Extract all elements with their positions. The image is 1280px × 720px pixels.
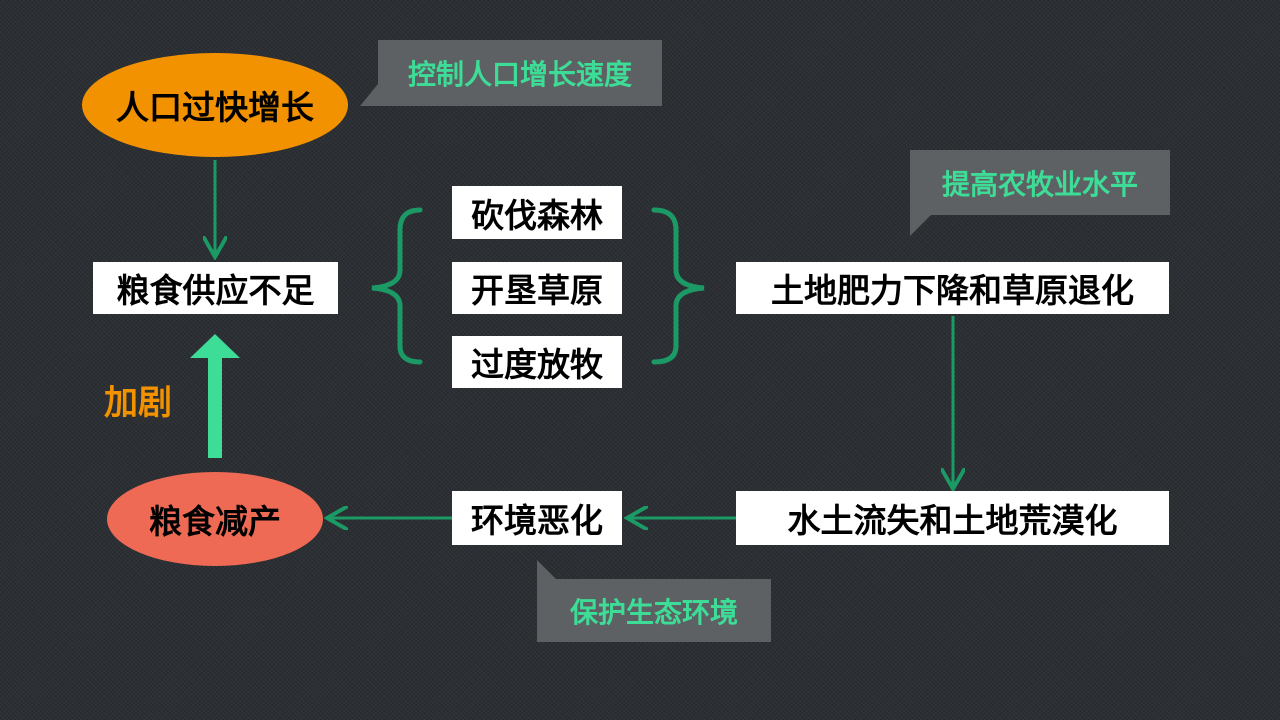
erosion-desertification-node: 水土流失和土地荒漠化 <box>736 491 1169 545</box>
right-brace <box>651 207 705 365</box>
deforestation-node: 砍伐森林 <box>452 186 622 239</box>
soil-degradation-node: 土地肥力下降和草原退化 <box>736 262 1169 314</box>
callout-tail <box>910 214 932 236</box>
population-growth-node: 人口过快增长 <box>82 53 348 157</box>
food-decrease-node: 粮食减产 <box>107 472 323 566</box>
callout-tail <box>537 560 557 580</box>
overgrazing-node: 过度放牧 <box>452 336 622 388</box>
callout-improve-agriculture: 提高农牧业水平 <box>910 150 1170 215</box>
intensify-up-arrow <box>190 334 240 458</box>
callout-protect-environment: 保护生态环境 <box>537 579 771 642</box>
intensify-label: 加剧 <box>104 383 172 423</box>
environment-deterioration-node: 环境恶化 <box>452 491 622 545</box>
callout-tail <box>360 84 378 106</box>
callout-control-population: 控制人口增长速度 <box>378 40 662 106</box>
left-brace <box>371 207 423 365</box>
food-shortage-node: 粮食供应不足 <box>93 262 338 314</box>
grassland-reclaim-node: 开垦草原 <box>452 262 622 314</box>
